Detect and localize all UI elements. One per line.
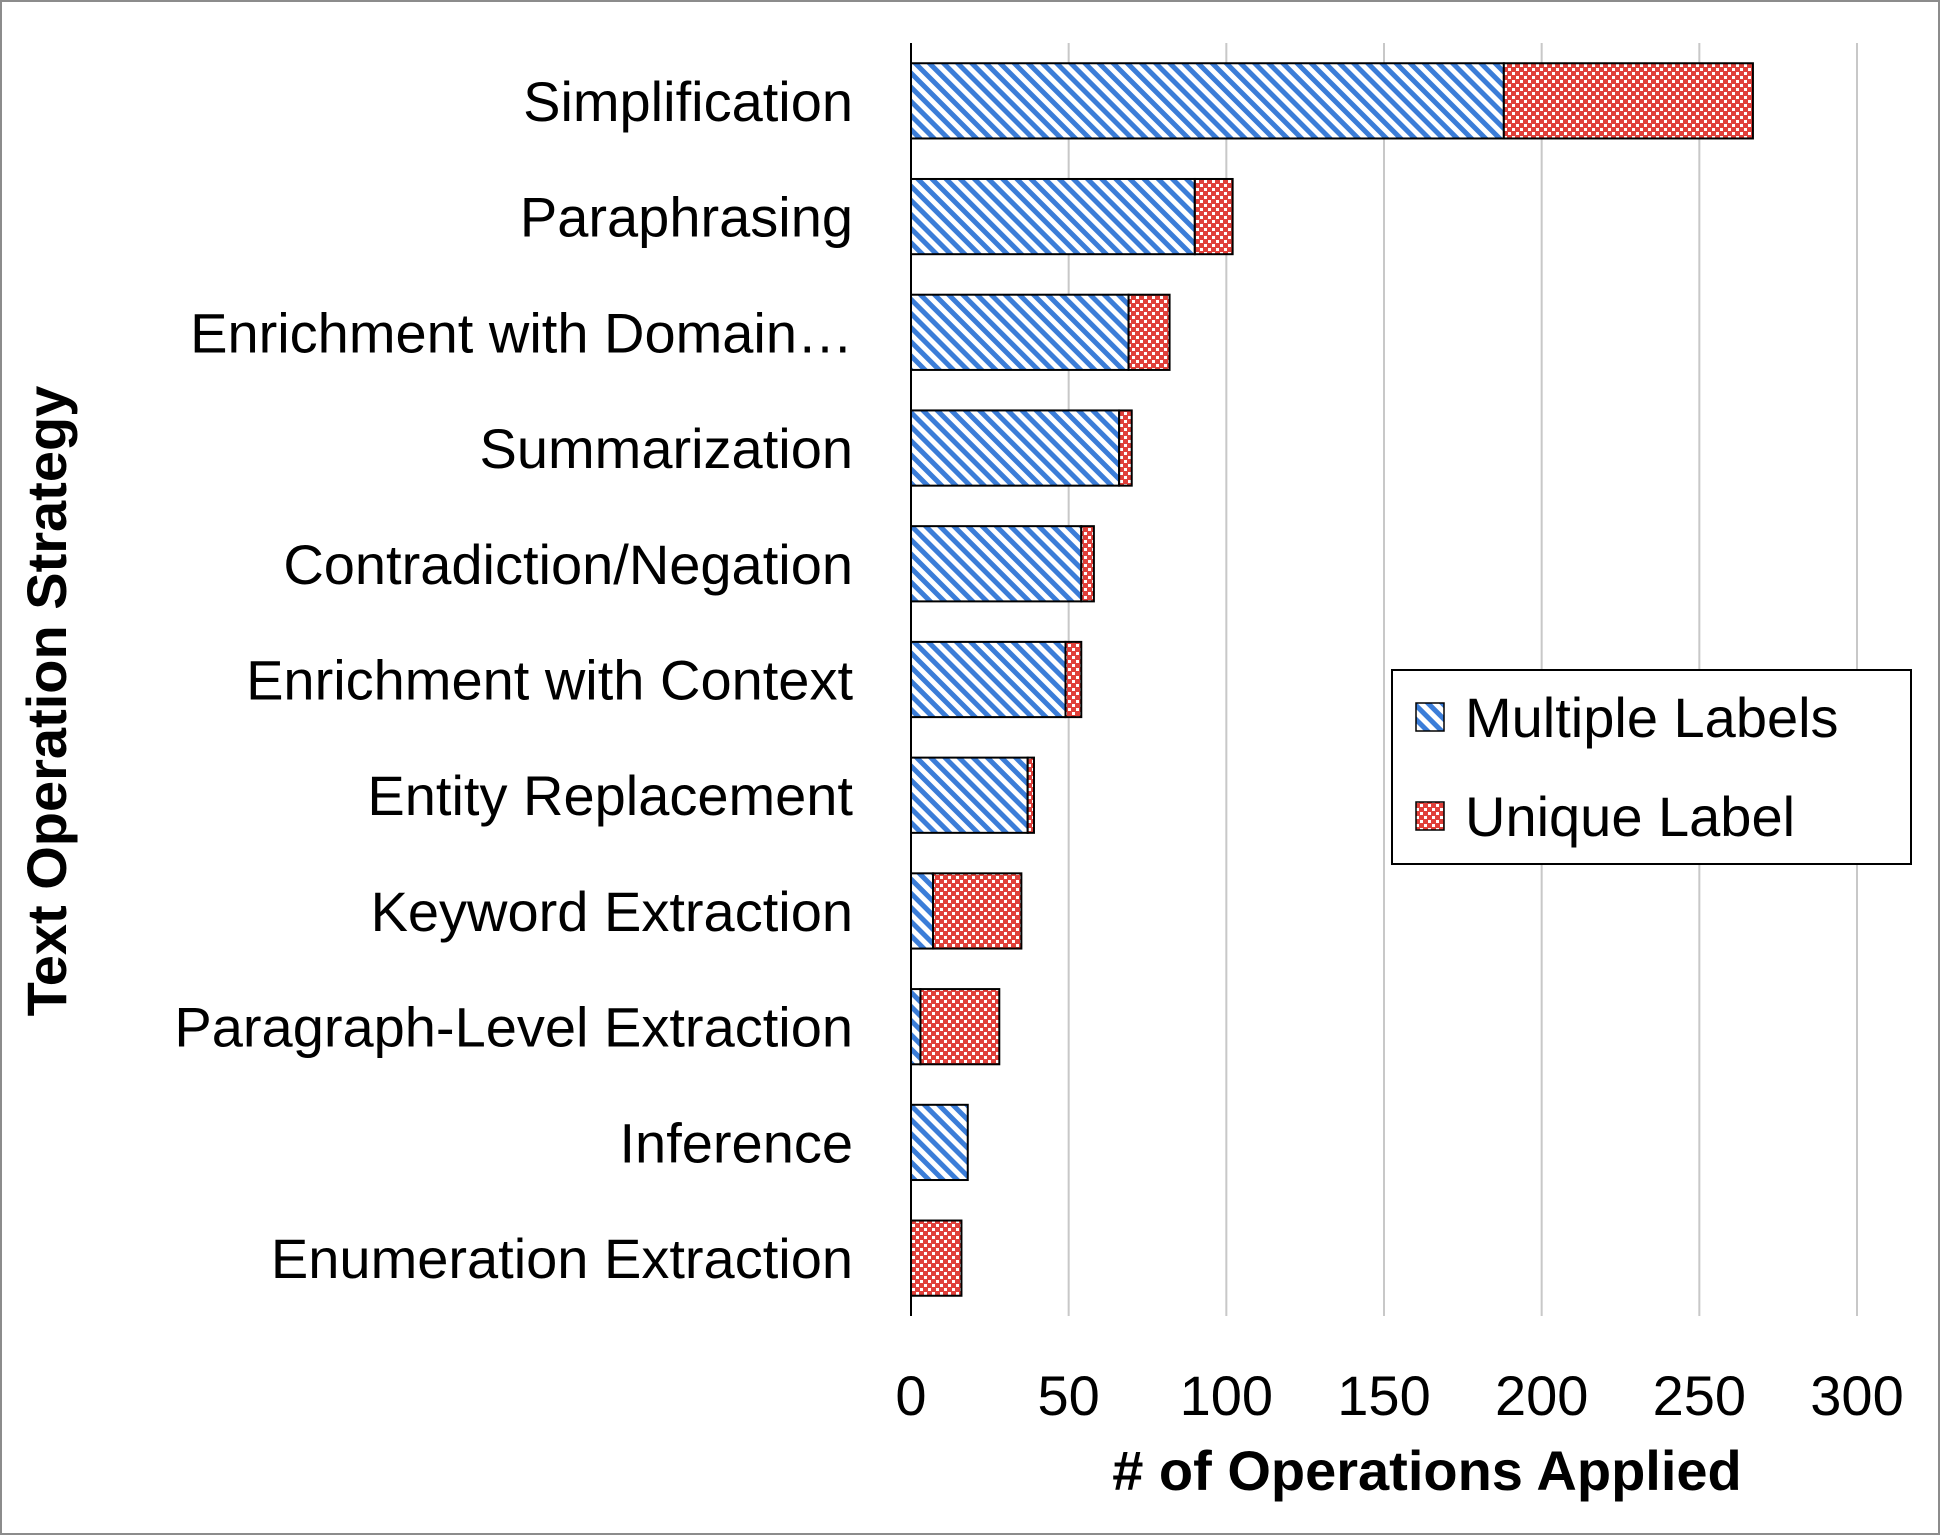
- bar-multiple-labels-enrichment-with-context: [910, 640, 1067, 719]
- category-label-simplification: Simplification: [523, 70, 853, 133]
- bar-unique-label-paraphrasing: [1193, 177, 1234, 256]
- bar-multiple-labels-inference: [910, 1103, 969, 1182]
- x-tick-label-150: 150: [1337, 1364, 1430, 1427]
- bar-multiple-labels-entity-replacement: [910, 756, 1029, 834]
- x-tick-label-50: 50: [1038, 1364, 1100, 1427]
- x-tick-label-250: 250: [1653, 1364, 1746, 1427]
- bars: [910, 62, 1754, 1297]
- category-label-paraphrasing: Paraphrasing: [520, 186, 853, 249]
- bar-unique-label-paragraph-level-extraction: [919, 988, 1001, 1066]
- category-label-entity-replacement: Entity Replacement: [367, 764, 853, 827]
- legend-box: [1391, 669, 1912, 865]
- bar-unique-label-entity-replacement: [1026, 756, 1035, 834]
- legend-swatch-multiple-labels: [1415, 702, 1445, 732]
- bar-multiple-labels-enrichment-with-domain: [910, 293, 1130, 371]
- bar-unique-label-keyword-extraction: [932, 872, 1023, 950]
- bar-unique-label-enrichment-with-context: [1064, 640, 1083, 719]
- x-tick-label-100: 100: [1180, 1364, 1273, 1427]
- x-axis-title: # of Operations Applied: [1112, 1439, 1742, 1502]
- category-label-enrichment-with-context: Enrichment with Context: [246, 649, 853, 712]
- bar-multiple-labels-paragraph-level-extraction: [910, 988, 922, 1066]
- bar-multiple-labels-paraphrasing: [910, 177, 1196, 256]
- x-tick-labels: 0 50 100 150 200 250 300: [895, 1364, 1903, 1427]
- bar-unique-label-contradiction-negation: [1080, 525, 1095, 603]
- bar-multiple-labels-contradiction-negation: [910, 525, 1083, 603]
- x-tick-label-0: 0: [895, 1364, 926, 1427]
- x-tick-label-200: 200: [1495, 1364, 1588, 1427]
- category-label-enumeration-extraction: Enumeration Extraction: [271, 1227, 853, 1290]
- category-label-summarization: Summarization: [480, 417, 853, 480]
- bar-multiple-labels-simplification: [910, 62, 1505, 140]
- bar-unique-label-simplification: [1502, 62, 1754, 140]
- y-axis-title: Text Operation Strategy: [15, 386, 78, 1017]
- category-label-inference: Inference: [620, 1111, 854, 1174]
- category-label-paragraph-level-extraction: Paragraph-Level Extraction: [174, 996, 853, 1059]
- legend-swatch-unique-label: [1415, 801, 1445, 831]
- bar-unique-label-enrichment-with-domain: [1127, 293, 1171, 371]
- x-tick-label-300: 300: [1810, 1364, 1903, 1427]
- bar-unique-label-summarization: [1118, 409, 1133, 487]
- category-label-contradiction-negation: Contradiction/Negation: [283, 533, 853, 596]
- category-label-keyword-extraction: Keyword Extraction: [371, 880, 853, 943]
- category-label-enrichment-with-domain: Enrichment with Domain…: [190, 301, 853, 364]
- legend-label-unique-label: Unique Label: [1465, 785, 1795, 848]
- legend: Multiple Labels Unique Label: [1391, 669, 1912, 865]
- bar-multiple-labels-keyword-extraction: [910, 872, 935, 950]
- legend-label-multiple-labels: Multiple Labels: [1465, 686, 1839, 749]
- bar-multiple-labels-summarization: [910, 409, 1121, 487]
- bar-unique-label-enumeration-extraction: [910, 1219, 963, 1297]
